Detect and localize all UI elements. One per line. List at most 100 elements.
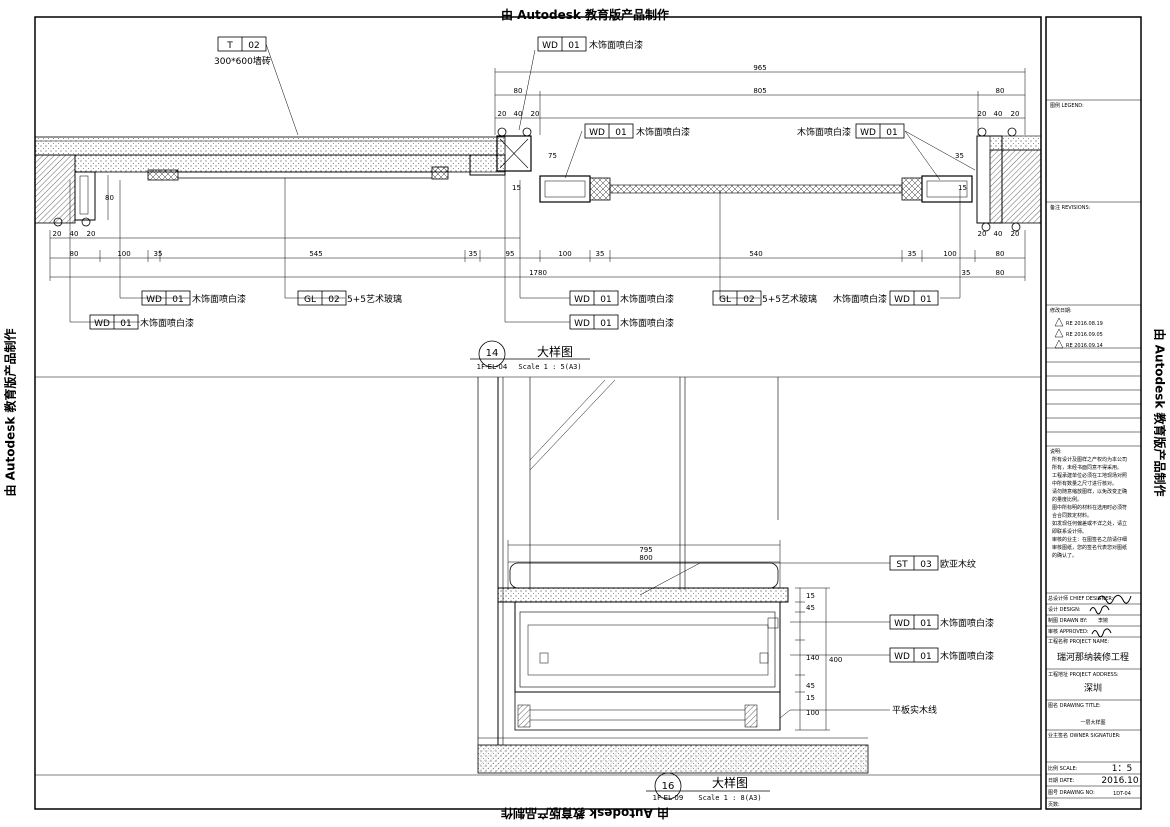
titleblock-frame xyxy=(1045,16,1142,810)
svg-text:GL: GL xyxy=(719,295,731,305)
svg-text:木饰面喷白漆: 木饰面喷白漆 xyxy=(192,293,246,305)
dim-v45-bottom: 45 xyxy=(806,682,815,690)
tb-revisions: 备注 REVISIONS: xyxy=(1050,204,1091,211)
tb-date-value: 2016.10 xyxy=(1101,776,1138,786)
dim-40: 40 xyxy=(70,230,79,238)
tag-gl-2: GL 02 5+5艺术玻璃 xyxy=(712,290,817,306)
dim-75: 75 xyxy=(548,152,557,160)
tag-wd-top: WD 01 木饰面喷白漆 xyxy=(537,36,643,52)
svg-text:WD: WD xyxy=(860,128,876,138)
dim-20: 20 xyxy=(1011,110,1020,118)
svg-text:5+5艺术玻璃: 5+5艺术玻璃 xyxy=(762,293,817,305)
dim-20: 20 xyxy=(53,230,62,238)
dim-20: 20 xyxy=(498,110,507,118)
tb-drawing-no-label: 图号 DRAWING NO: xyxy=(1048,790,1095,796)
svg-text:RE 2016.08.19: RE 2016.08.19 xyxy=(1066,321,1103,327)
dim-35: 35 xyxy=(469,250,478,258)
tb-approved: 审核 APPROVED: xyxy=(1048,628,1089,635)
svg-text:合合同数定材料。: 合合同数定材料。 xyxy=(1052,512,1092,519)
svg-text:Scale 1 : 5(A3): Scale 1 : 5(A3) xyxy=(518,363,581,371)
tb-legend: 图例 LEGEND: xyxy=(1050,102,1084,109)
tb-chief-designer: 总设计师 CHIEF DESIGNER: xyxy=(1048,595,1114,602)
dim-20: 20 xyxy=(1011,230,1020,238)
svg-text:工程承建单位必须在工地现场对照: 工程承建单位必须在工地现场对照 xyxy=(1052,472,1127,479)
dim-80-right-top: 80 xyxy=(996,87,1005,95)
svg-text:中所有数量之尺寸进行核对。: 中所有数量之尺寸进行核对。 xyxy=(1052,480,1117,487)
svg-text:WD: WD xyxy=(94,319,110,329)
dim-15: 15 xyxy=(512,184,521,192)
svg-text:GL: GL xyxy=(304,295,316,305)
svg-text:木饰面喷白漆: 木饰面喷白漆 xyxy=(797,126,851,138)
svg-text:说明:: 说明: xyxy=(1050,448,1062,455)
svg-text:木饰面喷白漆: 木饰面喷白漆 xyxy=(833,293,887,305)
svg-text:木饰面喷白漆: 木饰面喷白漆 xyxy=(140,317,194,329)
tb-project-address: 深圳 xyxy=(1084,683,1102,694)
svg-text:02: 02 xyxy=(248,41,259,51)
dim-795: 795 xyxy=(639,546,652,554)
tb-project-name: 瑞河那纳装修工程 xyxy=(1057,651,1129,663)
tag-wd-bottom-5: 木饰面喷白漆 WD 01 xyxy=(833,290,939,306)
svg-text:1F-EL-09: 1F-EL-09 xyxy=(653,794,684,802)
svg-text:木饰面喷白漆: 木饰面喷白漆 xyxy=(636,126,690,138)
svg-text:01: 01 xyxy=(920,652,931,662)
dim-20: 20 xyxy=(87,230,96,238)
svg-text:WD: WD xyxy=(146,295,162,305)
tb-rev-date: 修改日期: xyxy=(1050,307,1072,314)
dim-80-right: 80 xyxy=(996,250,1005,258)
svg-text:木饰面喷白漆: 木饰面喷白漆 xyxy=(589,39,643,51)
detail-16-leaders xyxy=(639,562,890,719)
watermark-top: 由 Autodesk 教育版产品制作 xyxy=(500,8,670,22)
tb-drawing-title-label: 图名 DRAWING TITLE: xyxy=(1048,702,1101,709)
dim-35: 35 xyxy=(154,250,163,258)
dim-100: 100 xyxy=(558,250,571,258)
tb-drawing-title: 一层大样图 xyxy=(1080,719,1105,726)
tag-wd-bottom-1: WD 01 木饰面喷白漆 xyxy=(141,290,246,306)
tb-revision-list: RE 2016.08.19 RE 2016.09.05 RE 2016.09.1… xyxy=(1054,317,1103,349)
tag-wd-16-2: WD 01 木饰面喷白漆 xyxy=(889,647,994,663)
detail-16-title: 16 1F-EL-09 大样图 Scale 1 : 8(A3) xyxy=(646,772,770,802)
svg-text:RE 2016.09.14: RE 2016.09.14 xyxy=(1066,343,1103,349)
tb-drawing-no-value: 1DT-04 xyxy=(1113,791,1131,797)
dim-35: 35 xyxy=(596,250,605,258)
tag-wd-bottom-3: WD 01 木饰面喷白漆 xyxy=(569,290,674,306)
dim-v15-top: 15 xyxy=(806,592,815,600)
svg-text:16: 16 xyxy=(662,781,675,792)
dim-1780: 1780 xyxy=(529,269,547,277)
svg-text:WD: WD xyxy=(894,652,910,662)
svg-text:02: 02 xyxy=(743,295,754,305)
svg-text:如发现任何偏差或不详之处，请立: 如发现任何偏差或不详之处，请立 xyxy=(1052,520,1127,527)
tb-date-label: 日期 DATE: xyxy=(1048,778,1075,784)
svg-text:01: 01 xyxy=(615,128,626,138)
svg-text:木饰面喷白漆: 木饰面喷白漆 xyxy=(620,293,674,305)
tb-scale-label: 比例 SCALE: xyxy=(1048,765,1078,772)
svg-text:01: 01 xyxy=(120,319,131,329)
svg-text:300*600墙砖: 300*600墙砖 xyxy=(214,55,271,67)
svg-text:Scale 1 : 8(A3): Scale 1 : 8(A3) xyxy=(698,794,761,802)
tb-drawn-name: 李婉 xyxy=(1098,617,1108,624)
dim-965: 965 xyxy=(753,64,766,72)
svg-text:WD: WD xyxy=(542,41,558,51)
svg-text:大样图: 大样图 xyxy=(712,775,748,790)
tag-wd-right: 木饰面喷白漆 WD 01 xyxy=(797,123,905,139)
svg-text:木饰面喷白漆: 木饰面喷白漆 xyxy=(940,617,994,629)
dim-v100: 100 xyxy=(806,709,819,717)
svg-text:所有设计及图样之产权均为本公司: 所有设计及图样之产权均为本公司 xyxy=(1052,456,1127,463)
approver-signature xyxy=(1091,628,1112,638)
tb-pages-label: 页数: xyxy=(1048,801,1060,808)
dim-80-right-bottom: 80 xyxy=(996,269,1005,277)
tag-st03: ST 03 欧亚木纹 xyxy=(889,555,976,571)
dim-40: 40 xyxy=(994,110,1003,118)
tag-gl-1: GL 02 5+5艺术玻璃 xyxy=(297,290,402,306)
dim-40: 40 xyxy=(994,230,1003,238)
detail-16-section xyxy=(477,377,869,774)
tb-drawn-by: 制图 DRAWN BY: xyxy=(1048,617,1088,624)
svg-text:01: 01 xyxy=(886,128,897,138)
dim-v15-bottom: 15 xyxy=(806,694,815,702)
svg-text:01: 01 xyxy=(920,295,931,305)
svg-text:的量度比例。: 的量度比例。 xyxy=(1052,496,1082,503)
detail-14-title: 14 1F-EL-04 大样图 Scale 1 : 5(A3) xyxy=(470,340,590,371)
dim-v400: 400 xyxy=(829,656,842,664)
svg-text:01: 01 xyxy=(920,619,931,629)
svg-text:14: 14 xyxy=(486,348,499,359)
